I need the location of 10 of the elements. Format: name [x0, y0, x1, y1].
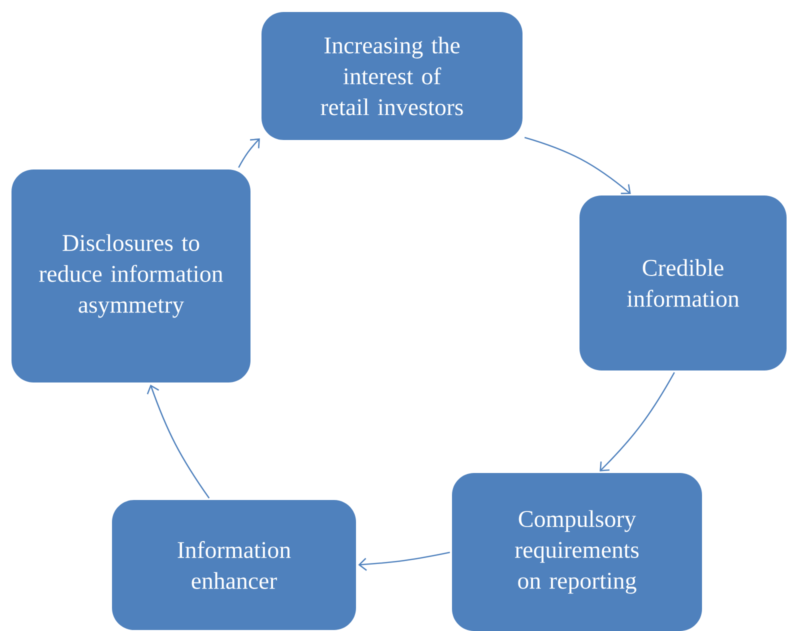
- process-box: Increasing the interest of retail investors: [262, 12, 522, 140]
- arrow: [238, 138, 260, 168]
- arrow: [358, 552, 450, 571]
- process-box: Information enhancer: [112, 500, 356, 630]
- process-box: Credible information: [580, 196, 786, 370]
- arrow: [146, 384, 210, 499]
- arrow: [524, 136, 631, 194]
- process-box: Compulsory requirements on reporting: [452, 473, 702, 631]
- process-box: Disclosures to reduce information asymmetry: [12, 170, 250, 382]
- arrow: [600, 372, 675, 472]
